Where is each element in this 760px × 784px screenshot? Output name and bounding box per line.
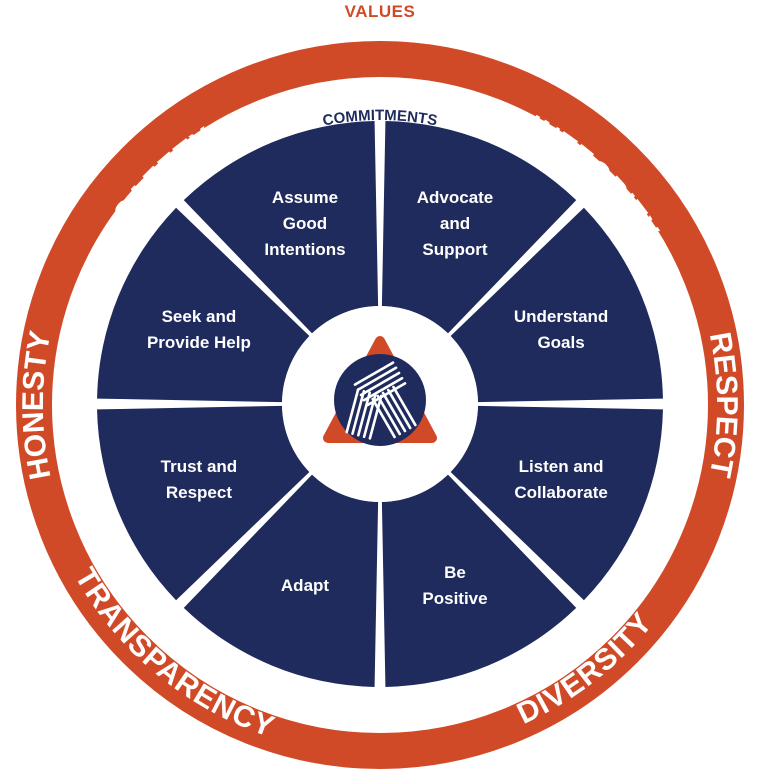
- commitment-label-line: Advocate: [417, 188, 494, 207]
- logo-stripe: [351, 389, 366, 435]
- logo-stripe: [392, 385, 417, 427]
- logo-stripe: [359, 371, 401, 397]
- commitment-label-line: Collaborate: [514, 483, 608, 502]
- commitment-segment: [450, 207, 663, 403]
- logo-stripe: [362, 376, 404, 402]
- commitment-label-line: Be: [444, 563, 466, 582]
- commitment-label-line: Support: [422, 240, 487, 259]
- logo-stripe: [362, 393, 377, 439]
- logo-band: [371, 385, 417, 439]
- logo-stripe: [353, 361, 395, 386]
- commitment-label-line: Provide Help: [147, 333, 251, 352]
- logo-stripe: [376, 394, 402, 436]
- commitment-label-line: Good: [283, 214, 327, 233]
- commitment-label-line: Understand: [514, 307, 608, 326]
- commitment-label: Adapt: [281, 576, 330, 595]
- values-title: VALUES: [345, 2, 416, 21]
- woven-triangle-logo-icon: [323, 336, 437, 446]
- commitment-segment: [97, 405, 310, 601]
- logo-band: [345, 388, 383, 440]
- logo-stripe: [356, 366, 398, 392]
- commitment-label-line: Positive: [422, 589, 487, 608]
- logo-stripe: [386, 388, 412, 430]
- commitment-segment: [183, 121, 379, 334]
- commitment-segment: [183, 474, 379, 687]
- commitment-label-line: Seek and: [162, 307, 237, 326]
- commitment-segment: [381, 474, 577, 687]
- commitment-label-line: Adapt: [281, 576, 330, 595]
- commitment-label-line: Intentions: [264, 240, 345, 259]
- logo-stripe: [371, 397, 396, 439]
- commitments-title: COMMITMENTS: [321, 107, 438, 130]
- commitment-label-line: Respect: [166, 483, 232, 502]
- commitment-label-line: and: [440, 214, 470, 233]
- logo-stripe: [381, 391, 407, 433]
- logo-stripe: [345, 388, 360, 434]
- commitment-label-line: Goals: [537, 333, 584, 352]
- logo-stripe: [368, 394, 383, 440]
- commitment-segment: [97, 207, 310, 403]
- commitments-wheel: [97, 121, 663, 687]
- commitment-label-line: Assume: [272, 188, 338, 207]
- commitment-segment: [450, 405, 663, 601]
- commitment-segment: [381, 121, 577, 334]
- values-ring: [16, 41, 744, 769]
- commitment-label-line: Trust and: [161, 457, 238, 476]
- logo-stripe: [357, 391, 371, 437]
- commitment-label-line: Listen and: [519, 457, 604, 476]
